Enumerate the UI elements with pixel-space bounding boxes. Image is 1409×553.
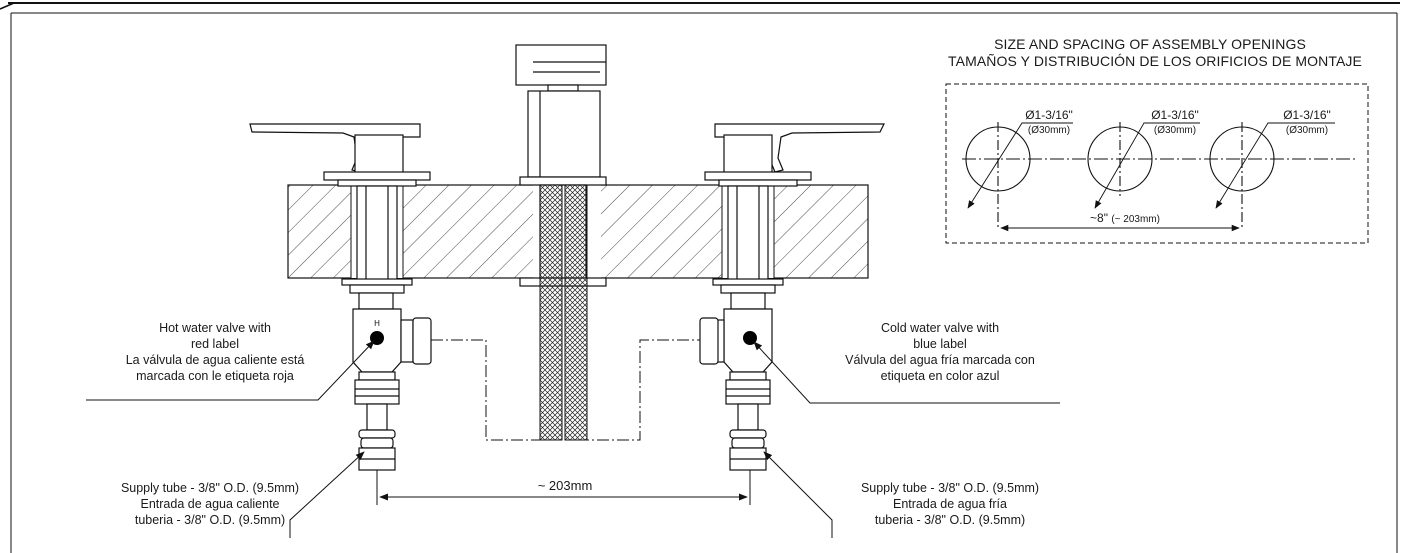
openings-spacing-label: ~8" (~ 203mm) — [1060, 211, 1190, 227]
openings-spacing-mm: (~ 203mm) — [1111, 214, 1160, 225]
hole-diameter-center-mm: (Ø30mm) — [1153, 125, 1197, 136]
cold-valve-line3: Válvula del agua fría marcada con — [845, 353, 1035, 367]
hole-diameter-right: Ø1-3/16" — [1283, 108, 1331, 122]
cold-supply-note: Supply tube - 3/8" O.D. (9.5mm) Entrada … — [830, 480, 1070, 528]
hole-diameter-left: Ø1-3/16" — [1025, 108, 1073, 122]
cold-valve-line4: etiqueta en color azul — [880, 369, 1000, 383]
openings-detail — [945, 83, 1369, 244]
hole-diameter-left-mm: (Ø30mm) — [1027, 125, 1071, 136]
cold-valve-line2: blue label — [913, 337, 967, 351]
hot-valve-line3: La válvula de agua caliente está — [125, 353, 305, 367]
braided-hoses — [539, 184, 588, 441]
opening-circle-center — [1087, 122, 1153, 196]
hot-valve-note: Hot water valve with red label La válvul… — [85, 320, 345, 384]
cold-supply-line1: Supply tube - 3/8" O.D. (9.5mm) — [860, 481, 1040, 495]
openings-spacing-in: ~8" — [1090, 211, 1108, 225]
center-spacing-dimension — [376, 470, 751, 505]
leader-lines — [86, 340, 1060, 538]
hot-valve-line1: Hot water valve with — [159, 321, 271, 335]
hole-diameter-center: Ø1-3/16" — [1151, 108, 1199, 122]
cold-supply-line3: tuberia - 3/8" O.D. (9.5mm) — [874, 513, 1026, 527]
cold-water-handle — [699, 123, 885, 471]
cold-supply-line2: Entrada de agua fría — [893, 497, 1007, 511]
cold-valve-line1: Cold water valve with — [880, 321, 1000, 335]
hot-supply-line2: Entrada de agua caliente — [140, 497, 280, 511]
hot-valve-line4: marcada con le etiqueta roja — [136, 369, 294, 383]
hole-diameter-right-mm: (Ø30mm) — [1285, 125, 1329, 136]
hot-valve-marker: H — [374, 319, 380, 328]
center-spacing-label: ~ 203mm — [537, 478, 593, 493]
opening-circle-right — [1209, 122, 1275, 229]
openings-title-es: TAMAÑOS Y DISTRIBUCIÓN DE LOS ORIFICIOS … — [948, 53, 1362, 69]
openings-title-en: SIZE AND SPACING OF ASSEMBLY OPENINGS — [994, 36, 1306, 52]
hot-supply-line3: tuberia - 3/8" O.D. (9.5mm) — [134, 513, 286, 527]
hot-valve-line2: red label — [191, 337, 239, 351]
hot-supply-note: Supply tube - 3/8" O.D. (9.5mm) Entrada … — [90, 480, 330, 528]
opening-circle-left — [965, 122, 1031, 229]
hose-routing-lines — [431, 339, 700, 441]
hot-supply-line1: Supply tube - 3/8" O.D. (9.5mm) — [120, 481, 300, 495]
hot-water-handle — [249, 123, 432, 471]
cold-valve-note: Cold water valve with blue label Válvula… — [820, 320, 1060, 384]
